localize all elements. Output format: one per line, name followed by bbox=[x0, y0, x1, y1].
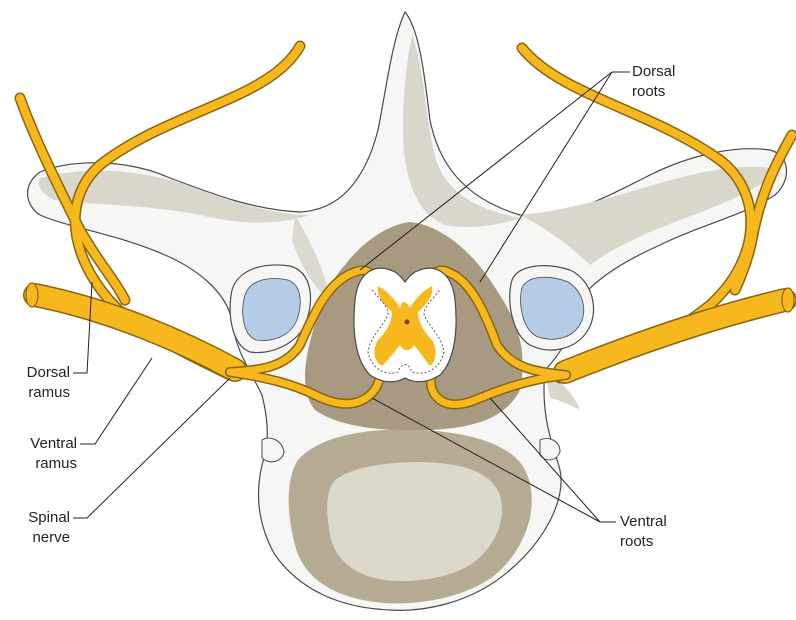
spinal-cord bbox=[354, 268, 456, 382]
label-spinal-nerve: Spinal nerve bbox=[18, 508, 70, 548]
label-ventral-roots-line2: roots bbox=[620, 532, 667, 552]
label-dorsal-roots: Dorsal roots bbox=[632, 62, 675, 102]
left-nerve-end bbox=[26, 283, 38, 307]
label-spinal-nerve-line2: nerve bbox=[18, 528, 70, 548]
label-dorsal-roots-line2: roots bbox=[632, 82, 675, 102]
right-foramen bbox=[521, 277, 584, 339]
right-ventral-ramus bbox=[565, 300, 785, 372]
right-nerve-end bbox=[782, 288, 794, 312]
label-dorsal-ramus-line2: ramus bbox=[18, 383, 70, 403]
label-ventral-roots: Ventral roots bbox=[620, 512, 667, 552]
label-dorsal-roots-line1: Dorsal bbox=[632, 62, 675, 82]
label-ventral-ramus-line2: ramus bbox=[16, 454, 77, 474]
right-lower-notch bbox=[540, 439, 560, 460]
label-ventral-roots-line1: Ventral bbox=[620, 512, 667, 532]
label-ventral-ramus: Ventral ramus bbox=[16, 434, 77, 474]
left-ventral-ramus bbox=[35, 295, 235, 370]
leader-ventral-ramus bbox=[80, 358, 152, 444]
leader-spinal-nerve bbox=[73, 378, 230, 518]
label-ventral-ramus-line1: Ventral bbox=[16, 434, 77, 454]
label-dorsal-ramus-line1: Dorsal bbox=[18, 363, 70, 383]
label-spinal-nerve-line1: Spinal bbox=[18, 508, 70, 528]
central-canal bbox=[405, 320, 410, 325]
label-dorsal-ramus: Dorsal ramus bbox=[18, 363, 70, 403]
